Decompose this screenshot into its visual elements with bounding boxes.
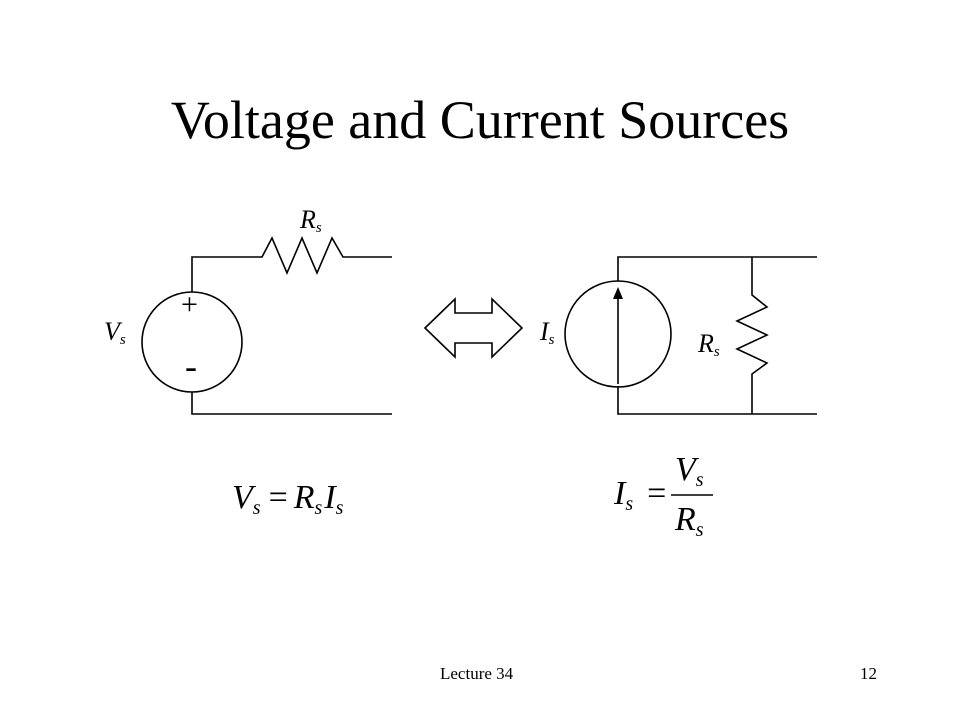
equation-left: Vs=RsIs <box>232 479 344 519</box>
slide-title: Voltage and Current Sources <box>170 90 790 150</box>
right-resistor-label: Rs <box>697 329 720 360</box>
equation-right-lhs: Is= <box>613 475 666 515</box>
current-source-circle <box>564 280 672 388</box>
right-top-wire <box>617 256 817 281</box>
equation-right-denominator: Rs <box>674 501 704 541</box>
equation-right-numerator: Vs <box>675 451 704 491</box>
minus-sign: - <box>185 346 197 386</box>
left-bottom-wire <box>191 392 392 415</box>
shunt-resistor <box>735 257 769 414</box>
voltage-source-circle <box>141 291 243 393</box>
footer-lecture-label: Lecture 34 <box>440 664 514 683</box>
right-bottom-wire <box>617 386 817 415</box>
plus-sign: + <box>181 288 198 321</box>
arrow-up-icon <box>613 287 623 299</box>
left-resistor-label: Rs <box>299 205 322 236</box>
page-number: 12 <box>860 664 877 683</box>
equivalence-double-arrow <box>423 297 524 359</box>
voltage-source-label: Vs <box>104 317 126 348</box>
current-source-label: Is <box>539 317 555 348</box>
left-top-wire <box>191 235 392 292</box>
